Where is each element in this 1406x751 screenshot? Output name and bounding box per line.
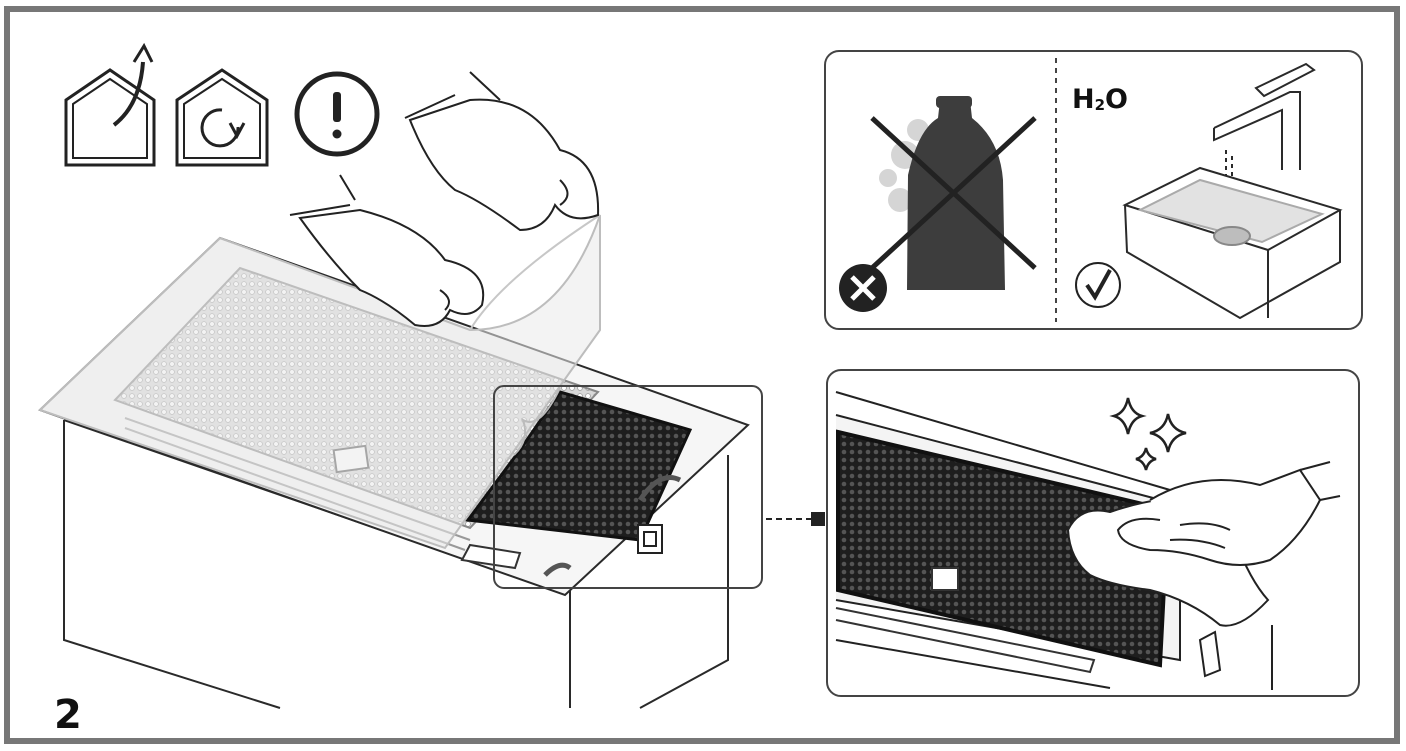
exclamation-warning-icon (294, 71, 380, 157)
protective-film (38, 214, 601, 550)
cross-circle-icon (839, 264, 887, 312)
cross-out-mark (870, 116, 1037, 270)
water-label: H2O (1072, 84, 1128, 115)
gloved-hands (289, 71, 600, 327)
house-recirculation-icon (175, 68, 269, 167)
faucet-basin-icon (1122, 62, 1343, 320)
checkmark-circle-icon (1075, 262, 1121, 308)
house-arrow-out-icon (64, 42, 156, 167)
sparkle-icon (1109, 397, 1187, 471)
step-number: 2 (54, 692, 82, 738)
wipe-filter-panel (826, 369, 1360, 697)
detail-highlight-box (493, 385, 763, 589)
detail-connector (766, 512, 825, 526)
exposed-filter (460, 387, 693, 577)
cleaning-method-panel: H2O (824, 50, 1363, 330)
hand-with-cloth (1066, 461, 1341, 627)
